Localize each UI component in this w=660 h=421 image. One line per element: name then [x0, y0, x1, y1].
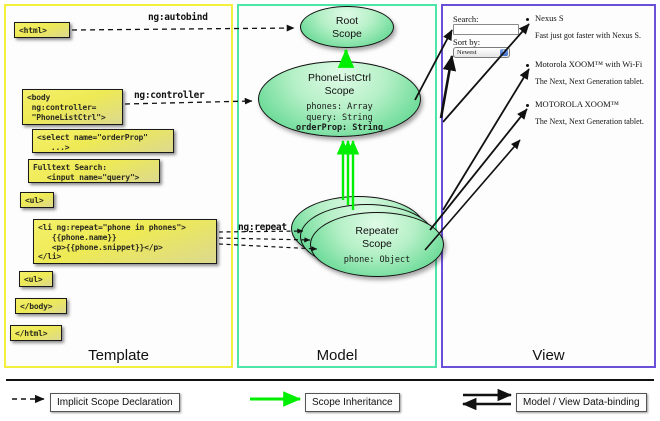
legend-scope-inheritance: Scope Inheritance	[305, 393, 400, 412]
root-scope-title-line1: Root	[335, 15, 359, 27]
connector-label-ng-controller: ng:controller	[134, 90, 205, 101]
code-box-select-orderprop: <select name="orderProp" ...>	[32, 129, 174, 153]
repeater-scope-title-line2: Scope	[362, 238, 392, 250]
column-model-label: Model	[316, 347, 358, 364]
code-box-ul-close: <ul>	[19, 271, 53, 287]
phonelistctrl-scope-title-line1: PhoneListCtrl	[307, 72, 372, 84]
phone-name: Motorola XOOM™ with Wi-Fi	[535, 59, 643, 69]
list-bullet	[526, 104, 529, 107]
legend-divider	[6, 379, 654, 381]
code-box-ul-open: <ul>	[20, 192, 54, 208]
root-scope-title-line2: Scope	[332, 28, 362, 40]
column-view-label: View	[532, 347, 565, 364]
repeater-scope: Repeater Scope phone: Object	[310, 212, 444, 277]
column-model: Model	[237, 4, 437, 368]
code-box-li-ngrepeat: <li ng:repeat="phone in phones"> {{phone…	[33, 219, 217, 264]
phone-snippet: Fast just got faster with Nexus S.	[535, 31, 641, 40]
phone-name: MOTOROLA XOOM™	[535, 99, 619, 109]
connector-label-ng-autobind: ng:autobind	[148, 12, 208, 23]
list-bullet	[526, 18, 529, 21]
phone-snippet: The Next, Next Generation tablet.	[535, 77, 644, 86]
code-box-body-controller: <body ng:controller= "PhoneListCtrl">	[22, 89, 123, 125]
view-search-input[interactable]	[453, 24, 519, 35]
code-box-html-open: <html>	[14, 22, 70, 38]
view-search-label: Search:	[453, 14, 479, 24]
code-box-fulltext-search: Fulltext Search: <input name="query">	[28, 159, 160, 183]
view-sort-select-value: Newest	[457, 49, 477, 56]
connector-label-ng-repeat: ng:repeat	[238, 222, 287, 233]
legend-implicit-scope-declaration: Implicit Scope Declaration	[50, 393, 180, 412]
view-sort-select[interactable]: Newest ▾	[453, 47, 510, 58]
column-template-label: Template	[88, 347, 149, 364]
list-bullet	[526, 64, 529, 67]
code-box-html-close: </html>	[10, 325, 62, 341]
code-box-body-close: </body>	[15, 298, 67, 314]
phone-name: Nexus S	[535, 13, 564, 23]
legend-model-view-data-binding: Model / View Data-binding	[516, 393, 647, 412]
phonelistctrl-scope-props-bold: orderProp: String	[296, 123, 383, 133]
phone-snippet: The Next, Next Generation tablet.	[535, 117, 644, 126]
repeater-scope-props: phone: Object	[343, 255, 411, 265]
phonelistctrl-scope-props: phones: Array query: String	[306, 102, 373, 123]
repeater-scope-title-line1: Repeater	[355, 225, 399, 237]
phonelistctrl-scope-title-line2: Scope	[324, 85, 355, 97]
view-sort-label: Sort by:	[453, 37, 481, 47]
chevron-updown-icon: ▾	[500, 49, 508, 56]
root-scope: Root Scope	[300, 6, 394, 48]
legend-double-arrow-icon	[462, 388, 512, 411]
phonelistctrl-scope: PhoneListCtrl Scope phones: Array query:…	[258, 61, 421, 137]
